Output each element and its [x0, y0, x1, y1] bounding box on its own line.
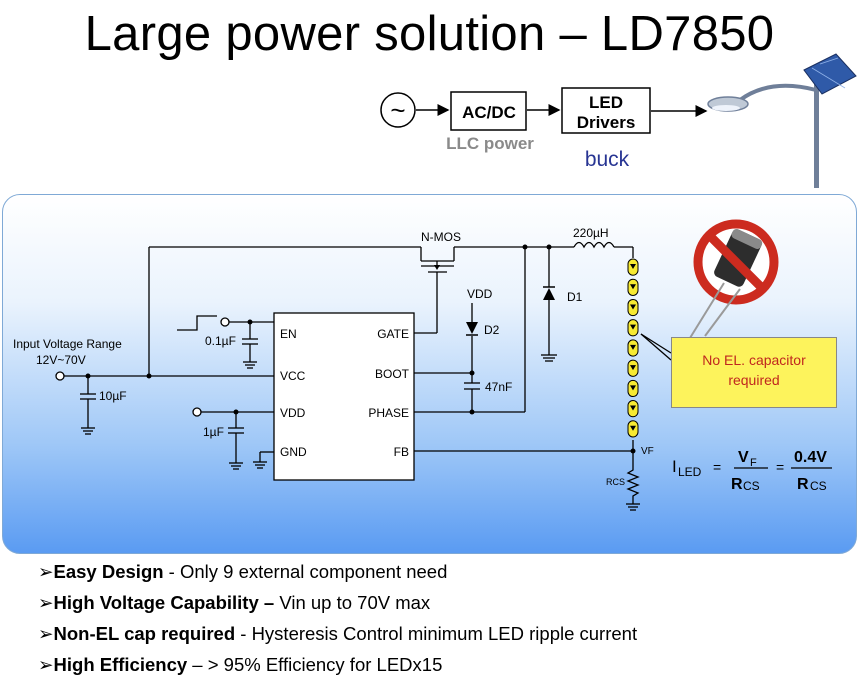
feature-item: ➢Non-EL cap required - Hysteresis Contro… — [38, 623, 638, 644]
page-title: Large power solution – LD7850 — [84, 7, 775, 61]
ld7850-schematic: Input Voltage Range 12V~70V 10µF 0.1µF 1… — [13, 219, 832, 511]
pin-gate: GATE — [377, 327, 409, 341]
power-flow-diagram: ~ AC/DC LLC power LED Drivers buck — [380, 53, 857, 188]
callout-line2: required — [728, 372, 780, 388]
svg-text:=: = — [713, 459, 721, 475]
acdc-block — [450, 91, 527, 131]
pin-boot: BOOT — [375, 367, 410, 381]
led-arrow-icon — [630, 304, 636, 310]
feature-item: ➢High Efficiency – > 95% Efficiency for … — [38, 654, 443, 675]
d2-label: D2 — [484, 323, 500, 337]
svg-text:LED: LED — [678, 465, 702, 479]
rcs-label: RCS — [606, 477, 625, 487]
pin-vcc: VCC — [280, 369, 306, 383]
d1-label: D1 — [567, 290, 583, 304]
d1-diode-icon — [543, 288, 555, 300]
pin-gnd: GND — [280, 445, 307, 459]
feature-item: ➢Easy Design - Only 9 external component… — [38, 561, 448, 582]
pin-fb: FB — [394, 445, 409, 459]
pin-vdd: VDD — [280, 406, 306, 420]
svg-text:I: I — [672, 457, 677, 476]
svg-text:CS: CS — [743, 479, 760, 493]
svg-text:=: = — [776, 459, 784, 475]
led-current-formula: I LED = V F R CS = 0.4V R CS — [672, 449, 832, 493]
pin-phase: PHASE — [368, 406, 409, 420]
ac-source-icon — [380, 92, 416, 128]
svg-text:V: V — [738, 449, 749, 466]
led-arrow-icon — [630, 264, 636, 269]
svg-text:R: R — [731, 476, 743, 493]
led-arrow-icon — [630, 385, 636, 391]
vf-label: VF — [641, 446, 654, 457]
led-arrow-icon — [630, 324, 636, 330]
led-drivers-line2: Drivers — [577, 113, 636, 132]
callout-line1: No EL. capacitor — [702, 352, 806, 368]
led-arrow-icon — [630, 344, 636, 350]
led-arrow-icon — [630, 365, 636, 371]
pin-en: EN — [280, 327, 297, 341]
buck-label: buck — [585, 148, 630, 171]
c-in-label: 10µF — [99, 389, 127, 403]
led-arrow-icon — [630, 405, 636, 411]
c-vdd-label: 1µF — [203, 425, 224, 439]
c-boot-label: 47nF — [485, 380, 512, 394]
input-range-value: 12V~70V — [36, 353, 86, 367]
nmos-label: N-MOS — [421, 230, 461, 244]
llc-power-label: LLC power — [446, 134, 534, 153]
svg-text:R: R — [797, 476, 809, 493]
acdc-label: AC/DC — [462, 103, 516, 122]
led-string — [627, 258, 639, 438]
feature-item: ➢High Voltage Capability – Vin up to 70V… — [38, 592, 431, 613]
vdd-label: VDD — [467, 287, 493, 301]
led-drivers-block — [561, 87, 651, 134]
feature-list: ➢Easy Design - Only 9 external component… — [38, 558, 838, 682]
no-el-capacitor-callout: No EL. capacitor required — [671, 337, 837, 408]
led-arrow-icon — [630, 284, 636, 290]
ac-symbol: ~ — [390, 95, 405, 125]
svg-text:0.4V: 0.4V — [794, 449, 827, 466]
svg-text:F: F — [750, 457, 757, 469]
solar-street-light-icon — [707, 53, 857, 188]
led-arrow-icon — [630, 425, 636, 431]
c-en-label: 0.1µF — [205, 334, 236, 348]
d2-diode-icon — [466, 322, 478, 334]
inductor-label: 220µH — [573, 226, 609, 240]
svg-text:CS: CS — [810, 479, 827, 493]
no-electrolytic-capacitor-icon — [689, 219, 779, 339]
input-range-label: Input Voltage Range — [13, 337, 122, 351]
led-drivers-line1: LED — [589, 93, 623, 112]
